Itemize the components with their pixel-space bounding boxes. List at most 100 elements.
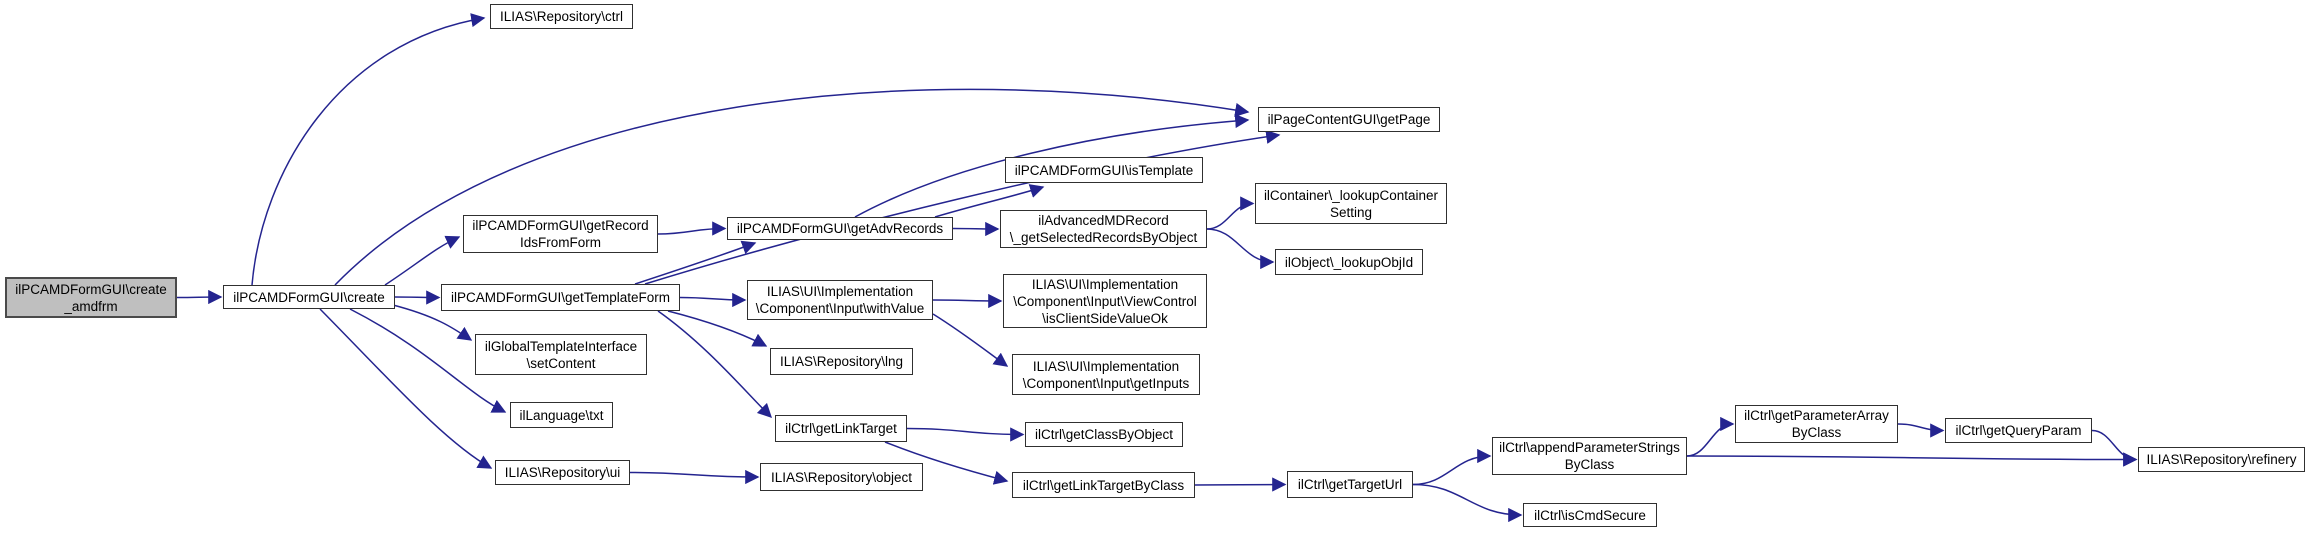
edge-get-adv-records-to-get-page	[854, 113, 1250, 218]
graph-node-label: ilPCAMDFormGUI\getAdvRecords	[736, 221, 944, 236]
graph-node-get-link-target-by-class[interactable]: ilCtrl\getLinkTargetByClass	[1012, 472, 1195, 498]
graph-node-is-template[interactable]: ilPCAMDFormGUI\isTemplate	[1005, 157, 1203, 183]
graph-node-set-content[interactable]: ilGlobalTemplateInterface\setContent	[475, 334, 647, 375]
graph-node-object[interactable]: ILIAS\Repository\object	[760, 463, 923, 491]
edge-get-template-form-to-get-page	[644, 129, 1281, 285]
edge-get-link-target-to-get-class-by-object	[906, 427, 1025, 442]
edge-append-parameter-strings-to-get-parameter-array	[1686, 416, 1735, 457]
graph-node-label: ilCtrl\getQueryParam	[1955, 423, 2082, 438]
graph-node-get-target-url[interactable]: ilCtrl\getTargetUrl	[1287, 471, 1413, 498]
graph-node-label: ByClass	[1564, 457, 1615, 472]
graph-node-is-cmd-secure[interactable]: ilCtrl\isCmdSecure	[1523, 503, 1657, 527]
graph-node-lookup-obj-id[interactable]: ilObject\_lookupObjId	[1275, 249, 1423, 275]
edge-create-to-txt	[349, 308, 507, 413]
edge-get-link-target-by-class-to-get-target-url	[1194, 477, 1287, 492]
graph-node-label: \Component\Input\ViewControl	[1013, 293, 1197, 309]
edge-create-amdfrm-to-create	[176, 289, 223, 305]
graph-node-label: ILIAS\Repository\object	[770, 469, 913, 485]
graph-node-txt[interactable]: ilLanguage\txt	[510, 402, 613, 428]
edge-get-query-param-to-refinery	[2091, 429, 2138, 467]
graph-node-get-template-form[interactable]: ilPCAMDFormGUI\getTemplateForm	[441, 284, 680, 311]
graph-node-label: IdsFromForm	[520, 235, 601, 250]
edge-get-selected-records-to-lookup-container-setting	[1206, 196, 1255, 230]
edge-get-template-form-to-lng	[667, 310, 768, 347]
graph-node-label: ILIAS\Repository\ctrl	[499, 9, 624, 24]
graph-node-label: ilContainer\_lookupContainer	[1263, 187, 1439, 203]
edge-with-value-to-get-inputs	[932, 313, 1009, 367]
graph-node-label: Setting	[1329, 204, 1373, 220]
graph-node-label: ILIAS\UI\Implementation	[766, 284, 914, 299]
edge-get-adv-records-to-is-template	[934, 184, 1045, 218]
graph-node-label: \isClientSideValueOk	[1042, 310, 1168, 326]
graph-node-label: ilCtrl\getTargetUrl	[1297, 477, 1403, 492]
graph-node-get-page[interactable]: ilPageContentGUI\getPage	[1258, 107, 1440, 132]
graph-node-create-amdfrm: ilPCAMDFormGUI\create_amdfrm	[5, 277, 177, 318]
graph-node-label: ilPageContentGUI\getPage	[1267, 112, 1431, 127]
graph-node-label: ilCtrl\getParameterArray	[1744, 408, 1889, 423]
graph-node-label: ilCtrl\getLinkTargetByClass	[1022, 477, 1185, 493]
graph-node-get-query-param[interactable]: ilCtrl\getQueryParam	[1945, 418, 2092, 443]
graph-node-label: ilAdvancedMDRecord	[1038, 213, 1169, 228]
graph-node-label: ilPCAMDFormGUI\isTemplate	[1014, 162, 1194, 178]
edge-ui-to-object	[629, 469, 760, 485]
graph-node-get-link-target[interactable]: ilCtrl\getLinkTarget	[775, 415, 907, 442]
edge-get-template-form-to-get-adv-records	[634, 240, 757, 285]
graph-node-refinery[interactable]: ILIAS\Repository\refinery	[2138, 447, 2305, 472]
graph-node-get-inputs[interactable]: ILIAS\UI\Implementation\Component\Input\…	[1012, 354, 1200, 395]
graph-node-label: \setContent	[526, 355, 596, 371]
edges-group	[176, 13, 2138, 523]
edge-append-parameter-strings-to-refinery	[1686, 452, 2138, 467]
edge-get-adv-records-to-get-selected-records	[952, 221, 1000, 237]
graph-node-get-selected-records[interactable]: ilAdvancedMDRecord \_getSelectedRecordsBy…	[1000, 210, 1207, 248]
graph-node-label: ILIAS\UI\Implementation	[1031, 276, 1179, 292]
edge-get-selected-records-to-lookup-obj-id	[1206, 228, 1275, 270]
edge-get-template-form-to-with-value	[679, 292, 747, 308]
edge-get-target-url-to-append-parameter-strings	[1412, 448, 1492, 486]
graph-node-label: \Component\Input\getInputs	[1022, 375, 1190, 391]
graph-node-lng[interactable]: ILIAS\Repository\lng	[770, 348, 913, 375]
graph-node-label: ilObject\_lookupObjId	[1284, 254, 1414, 270]
graph-node-label: ILIAS\Repository\lng	[779, 354, 904, 369]
graph-node-get-adv-records[interactable]: ilPCAMDFormGUI\getAdvRecords	[727, 217, 953, 240]
graph-node-label: ilPCAMDFormGUI\create	[15, 281, 167, 297]
edge-create-to-ui	[319, 308, 493, 469]
graph-node-label: ILIAS\Repository\refinery	[2146, 452, 2297, 467]
graph-node-label: ilCtrl\getLinkTarget	[785, 421, 897, 436]
edge-get-link-target-to-get-link-target-by-class	[884, 441, 1009, 485]
graph-node-label: ilLanguage\txt	[519, 407, 604, 423]
graph-node-label: ilCtrl\isCmdSecure	[1534, 507, 1646, 523]
graph-node-label: _amdfrm	[64, 298, 118, 314]
graph-node-label: ilCtrl\getClassByObject	[1034, 427, 1174, 442]
graph-node-label: ilPCAMDFormGUI\getTemplateForm	[450, 290, 671, 305]
graph-node-label: ilGlobalTemplateInterface	[484, 338, 638, 354]
edge-get-parameter-array-to-get-query-param	[1897, 423, 1945, 438]
graph-node-ctrl[interactable]: ILIAS\Repository\ctrl	[490, 4, 633, 29]
edge-create-to-get-page	[334, 88, 1250, 286]
graph-node-label: ILIAS\UI\Implementation	[1032, 358, 1180, 374]
graph-node-is-client-side-ok[interactable]: ILIAS\UI\Implementation\Component\Input\…	[1003, 274, 1207, 328]
graph-node-get-class-by-object[interactable]: ilCtrl\getClassByObject	[1025, 422, 1183, 447]
graph-node-label: \_getSelectedRecordsByObject	[1009, 230, 1198, 245]
edge-get-template-form-to-get-link-target	[657, 310, 773, 419]
edge-create-to-get-record-ids	[384, 235, 461, 286]
graph-node-label: ByClass	[1791, 425, 1842, 440]
edge-get-record-ids-to-get-adv-records	[657, 221, 727, 236]
edge-with-value-to-is-client-side-ok	[932, 293, 1003, 309]
graph-node-label: ILIAS\Repository\ui	[504, 465, 621, 480]
graph-node-with-value[interactable]: ILIAS\UI\Implementation \Component\Input\…	[747, 280, 933, 320]
graph-node-create[interactable]: ilPCAMDFormGUI\create	[223, 285, 395, 309]
graph-node-label: ilCtrl\appendParameterStrings	[1499, 440, 1680, 455]
graph-node-label: ilPCAMDFormGUI\create	[233, 289, 385, 305]
graph-node-ui[interactable]: ILIAS\Repository\ui	[495, 460, 630, 485]
edge-create-to-set-content	[392, 304, 473, 341]
edge-create-to-ctrl	[251, 13, 486, 286]
graph-node-label: ilPCAMDFormGUI\getRecord	[472, 218, 649, 233]
graph-node-label: \Component\Input\withValue	[755, 301, 925, 316]
edge-get-target-url-to-is-cmd-secure	[1412, 483, 1523, 523]
